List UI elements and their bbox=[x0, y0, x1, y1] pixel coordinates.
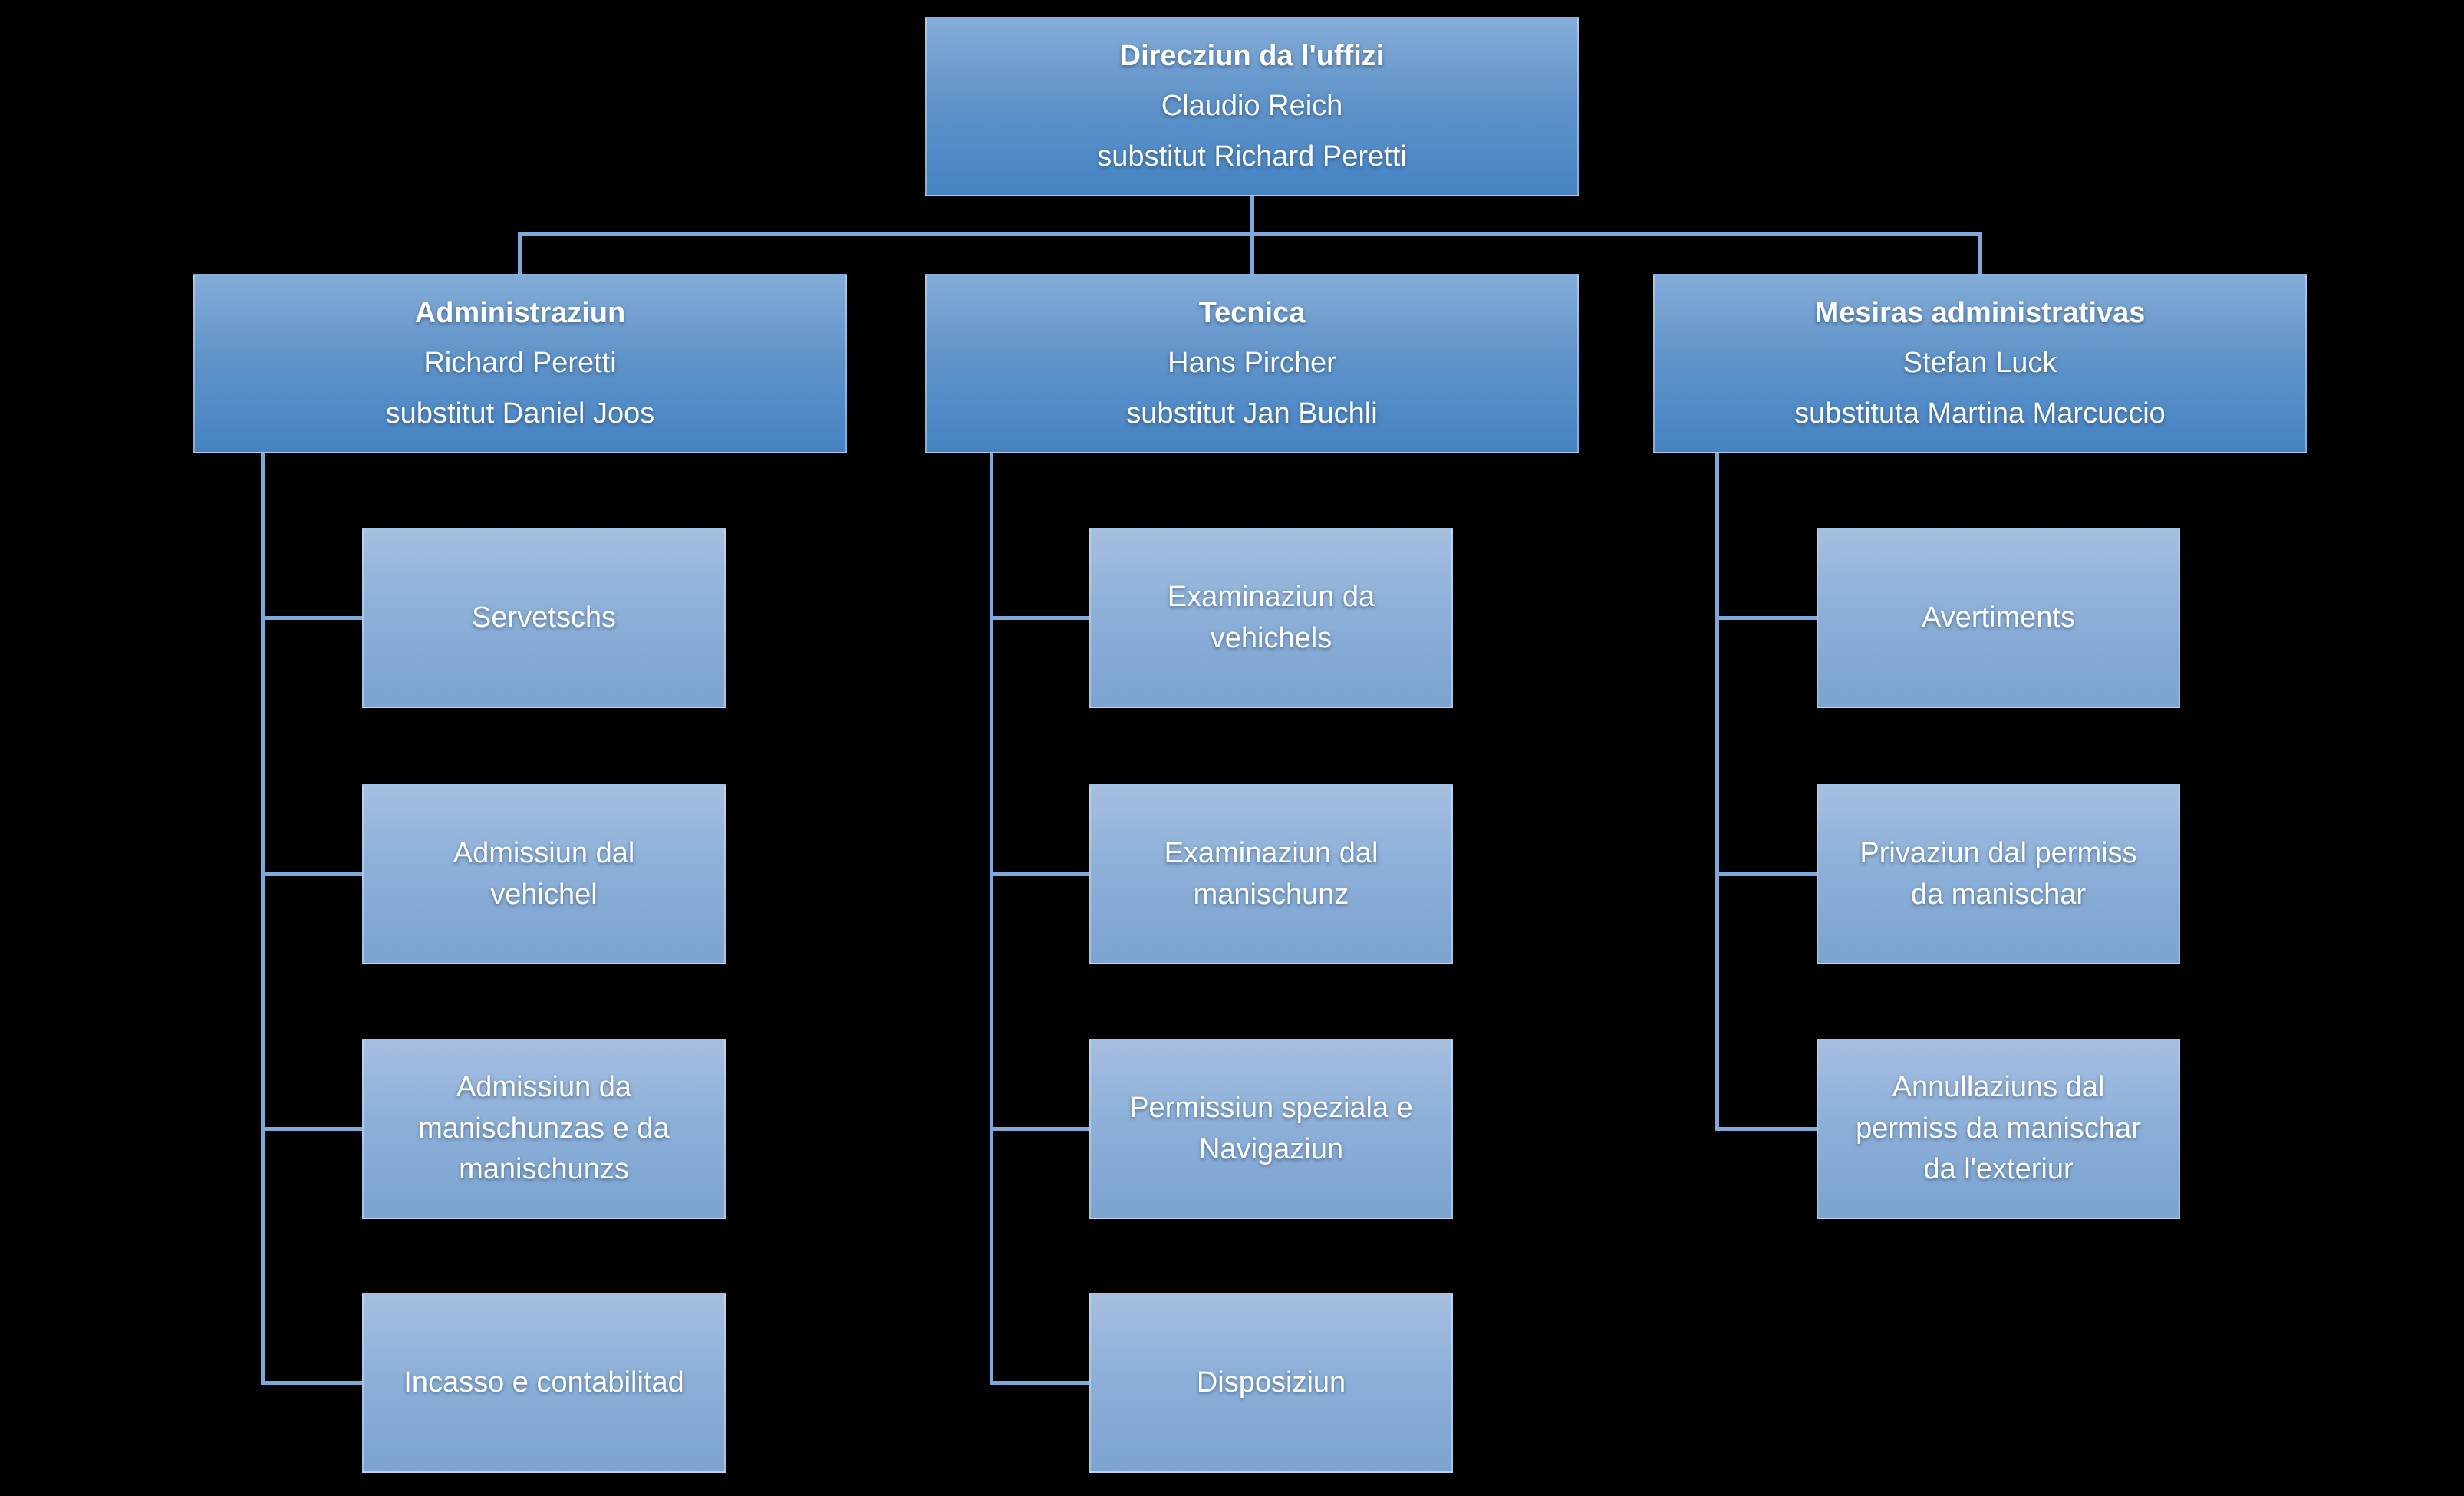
connector-horizontal-bar bbox=[518, 232, 1982, 236]
unit-admissiun-dal-vehichel: Admissiun dal vehichel bbox=[362, 784, 726, 964]
connector-drop-administraziun bbox=[518, 232, 522, 274]
connector-stub-col1-row4 bbox=[261, 1381, 362, 1385]
connector-trunk-administraziun bbox=[261, 453, 265, 1385]
unit-examinaziun-da-vehichels: Examinaziun da vehichels bbox=[1089, 528, 1453, 708]
unit-label: Incasso e contabilitad bbox=[404, 1366, 684, 1399]
connector-stub-col1-row3 bbox=[261, 1127, 362, 1131]
connector-trunk-mesiras bbox=[1715, 453, 1719, 1131]
node-title: Administraziun bbox=[414, 296, 626, 329]
org-node-tecnica: Tecnica Hans Pircher substitut Jan Buchl… bbox=[925, 274, 1579, 453]
unit-label: Admissiun da manischunzas e da manischun… bbox=[418, 1070, 670, 1186]
unit-label: Privaziun dal permiss da manischar bbox=[1860, 836, 2137, 911]
connector-drop-mesiras bbox=[1978, 232, 1982, 274]
connector-stub-col2-row4 bbox=[990, 1381, 1089, 1385]
unit-avertiments: Avertiments bbox=[1817, 528, 2180, 708]
unit-admissiun-da-manischunzas: Admissiun da manischunzas e da manischun… bbox=[362, 1039, 726, 1219]
connector-drop-tecnica bbox=[1250, 232, 1254, 274]
connector-stub-col2-row1 bbox=[990, 616, 1089, 620]
unit-incasso-e-contabilitad: Incasso e contabilitad bbox=[362, 1293, 726, 1473]
org-node-mesiras-administrativas: Mesiras administrativas Stefan Luck subs… bbox=[1653, 274, 2307, 453]
unit-annullaziuns-dal-permiss: Annullaziuns dal permiss da manischar da… bbox=[1817, 1039, 2180, 1219]
unit-privaziun-dal-permiss: Privaziun dal permiss da manischar bbox=[1817, 784, 2180, 964]
connector-stub-col1-row1 bbox=[261, 616, 362, 620]
unit-label: Servetschs bbox=[472, 601, 616, 634]
node-substitute: substitut Jan Buchli bbox=[1126, 397, 1378, 430]
node-person: Hans Pircher bbox=[1168, 347, 1336, 380]
unit-label: Admissiun dal vehichel bbox=[453, 836, 635, 911]
org-node-direcziun: Direcziun da l'uffizi Claudio Reich subs… bbox=[925, 17, 1579, 196]
connector-trunk-tecnica bbox=[990, 453, 993, 1385]
node-substitute: substituta Martina Marcuccio bbox=[1794, 397, 2166, 430]
unit-label: Annullaziuns dal permiss da manischar da… bbox=[1856, 1070, 2141, 1186]
node-person: Richard Peretti bbox=[423, 347, 617, 380]
unit-label: Disposiziun bbox=[1196, 1366, 1346, 1399]
unit-label: Examinaziun da vehichels bbox=[1167, 580, 1375, 654]
unit-label: Examinaziun dal manischunz bbox=[1164, 836, 1379, 911]
unit-examinaziun-dal-manischunz: Examinaziun dal manischunz bbox=[1089, 784, 1453, 964]
unit-disposiziun: Disposiziun bbox=[1089, 1293, 1453, 1473]
node-person: Stefan Luck bbox=[1902, 347, 2057, 380]
connector-stub-col2-row2 bbox=[990, 872, 1089, 876]
connector-root-stem bbox=[1250, 196, 1254, 232]
connector-stub-col3-row2 bbox=[1715, 872, 1817, 876]
connector-stub-col1-row2 bbox=[261, 872, 362, 876]
connector-stub-col2-row3 bbox=[990, 1127, 1089, 1131]
unit-permissiun-speziala-e-navigaziun: Permissiun speziala e Navigaziun bbox=[1089, 1039, 1453, 1219]
unit-label: Avertiments bbox=[1922, 601, 2075, 634]
node-substitute: substitut Richard Peretti bbox=[1097, 140, 1407, 173]
unit-label: Permissiun speziala e Navigaziun bbox=[1129, 1091, 1413, 1165]
connector-stub-col3-row1 bbox=[1715, 616, 1817, 620]
unit-servetschs: Servetschs bbox=[362, 528, 726, 708]
org-node-administraziun: Administraziun Richard Peretti substitut… bbox=[193, 274, 847, 453]
node-title: Direcziun da l'uffizi bbox=[1119, 39, 1385, 72]
node-title: Tecnica bbox=[1198, 296, 1306, 329]
node-substitute: substitut Daniel Joos bbox=[385, 397, 655, 430]
node-person: Claudio Reich bbox=[1161, 90, 1343, 123]
node-title: Mesiras administrativas bbox=[1814, 296, 2146, 329]
connector-stub-col3-row3 bbox=[1715, 1127, 1817, 1131]
